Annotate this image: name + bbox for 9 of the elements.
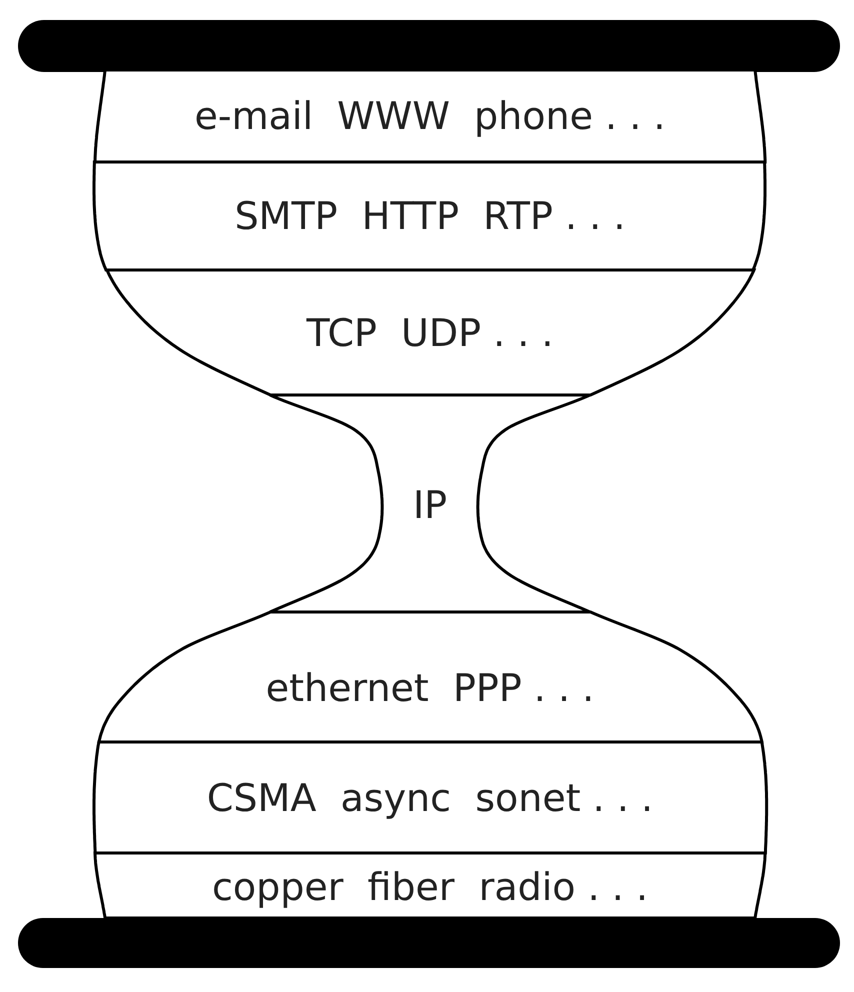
- layer-label: IP: [412, 486, 448, 524]
- base-bar: [18, 20, 840, 72]
- layer-label: copper fiber radio . . .: [212, 868, 648, 906]
- layer-label: CSMA async sonet . . .: [206, 778, 654, 816]
- layer-label: ethernet PPP . . .: [266, 669, 594, 707]
- layer-label: TCP UDP . . .: [306, 314, 554, 352]
- base-bar: [18, 918, 840, 968]
- layer-label: SMTP HTTP RTP . . .: [234, 197, 626, 235]
- layer-label: e-mail WWW phone . . .: [194, 97, 666, 135]
